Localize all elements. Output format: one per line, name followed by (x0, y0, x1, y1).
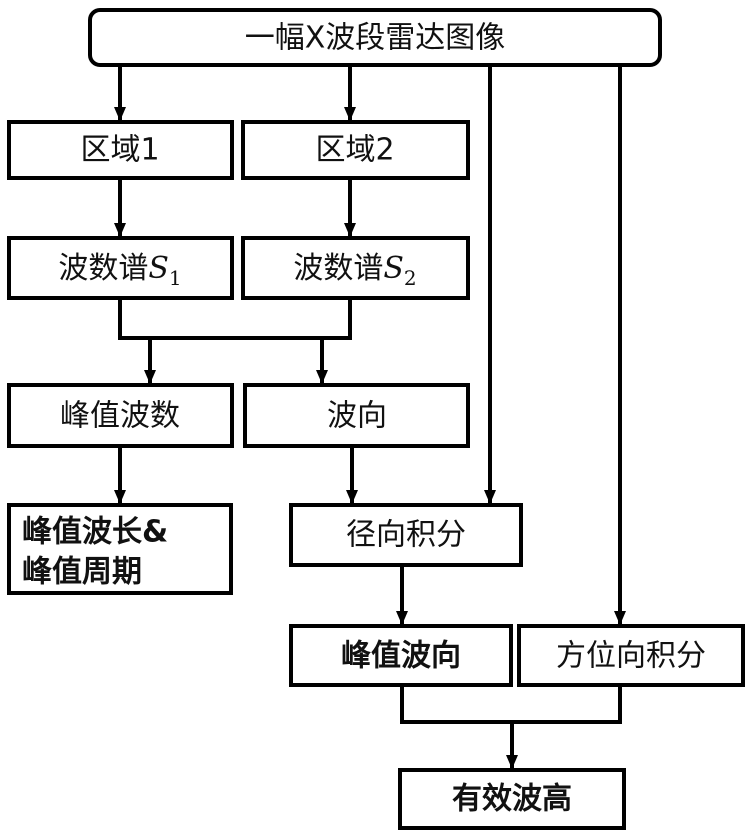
node-radial-integration: 径向积分 (291, 505, 521, 565)
merge-bottom-line (402, 685, 620, 722)
node-significant-wave-height: 有效波高 (400, 770, 624, 828)
node-region2-label: 区域2 (315, 133, 394, 168)
node-wave-direction: 波向 (245, 385, 468, 446)
node-peak-wavelength-line1: 峰值波长& (22, 515, 168, 550)
node-spectrum1: 波数谱S1 (9, 238, 232, 298)
node-spectrum2: 波数谱S2 (243, 238, 468, 298)
node-azimuthal-integration-label: 方位向积分 (556, 639, 706, 674)
node-region1: 区域1 (9, 122, 232, 178)
node-spectrum1-label: 波数谱S1 (58, 251, 181, 291)
node-swh-label: 有效波高 (452, 782, 572, 817)
node-peak-wave-direction: 峰值波向 (291, 626, 511, 685)
node-peak-wavenumber-label: 峰值波数 (60, 399, 180, 434)
node-peak-wave-direction-label: 峰值波向 (341, 639, 461, 674)
node-spectrum2-label: 波数谱S2 (293, 251, 416, 291)
node-radial-integration-label: 径向积分 (346, 518, 466, 553)
merge-spectra-line (120, 298, 350, 338)
node-azimuthal-integration: 方位向积分 (519, 626, 743, 685)
node-peak-period-line2: 峰值周期 (22, 555, 142, 590)
node-input: 一幅X波段雷达图像 (90, 10, 660, 65)
node-region1-label: 区域1 (80, 133, 159, 168)
node-wave-direction-label: 波向 (327, 399, 387, 434)
node-peak-wavenumber: 峰值波数 (9, 385, 232, 446)
node-input-label: 一幅X波段雷达图像 (245, 21, 506, 56)
node-region2: 区域2 (243, 122, 468, 178)
node-peak-wavelength-period: 峰值波长& 峰值周期 (9, 505, 231, 593)
